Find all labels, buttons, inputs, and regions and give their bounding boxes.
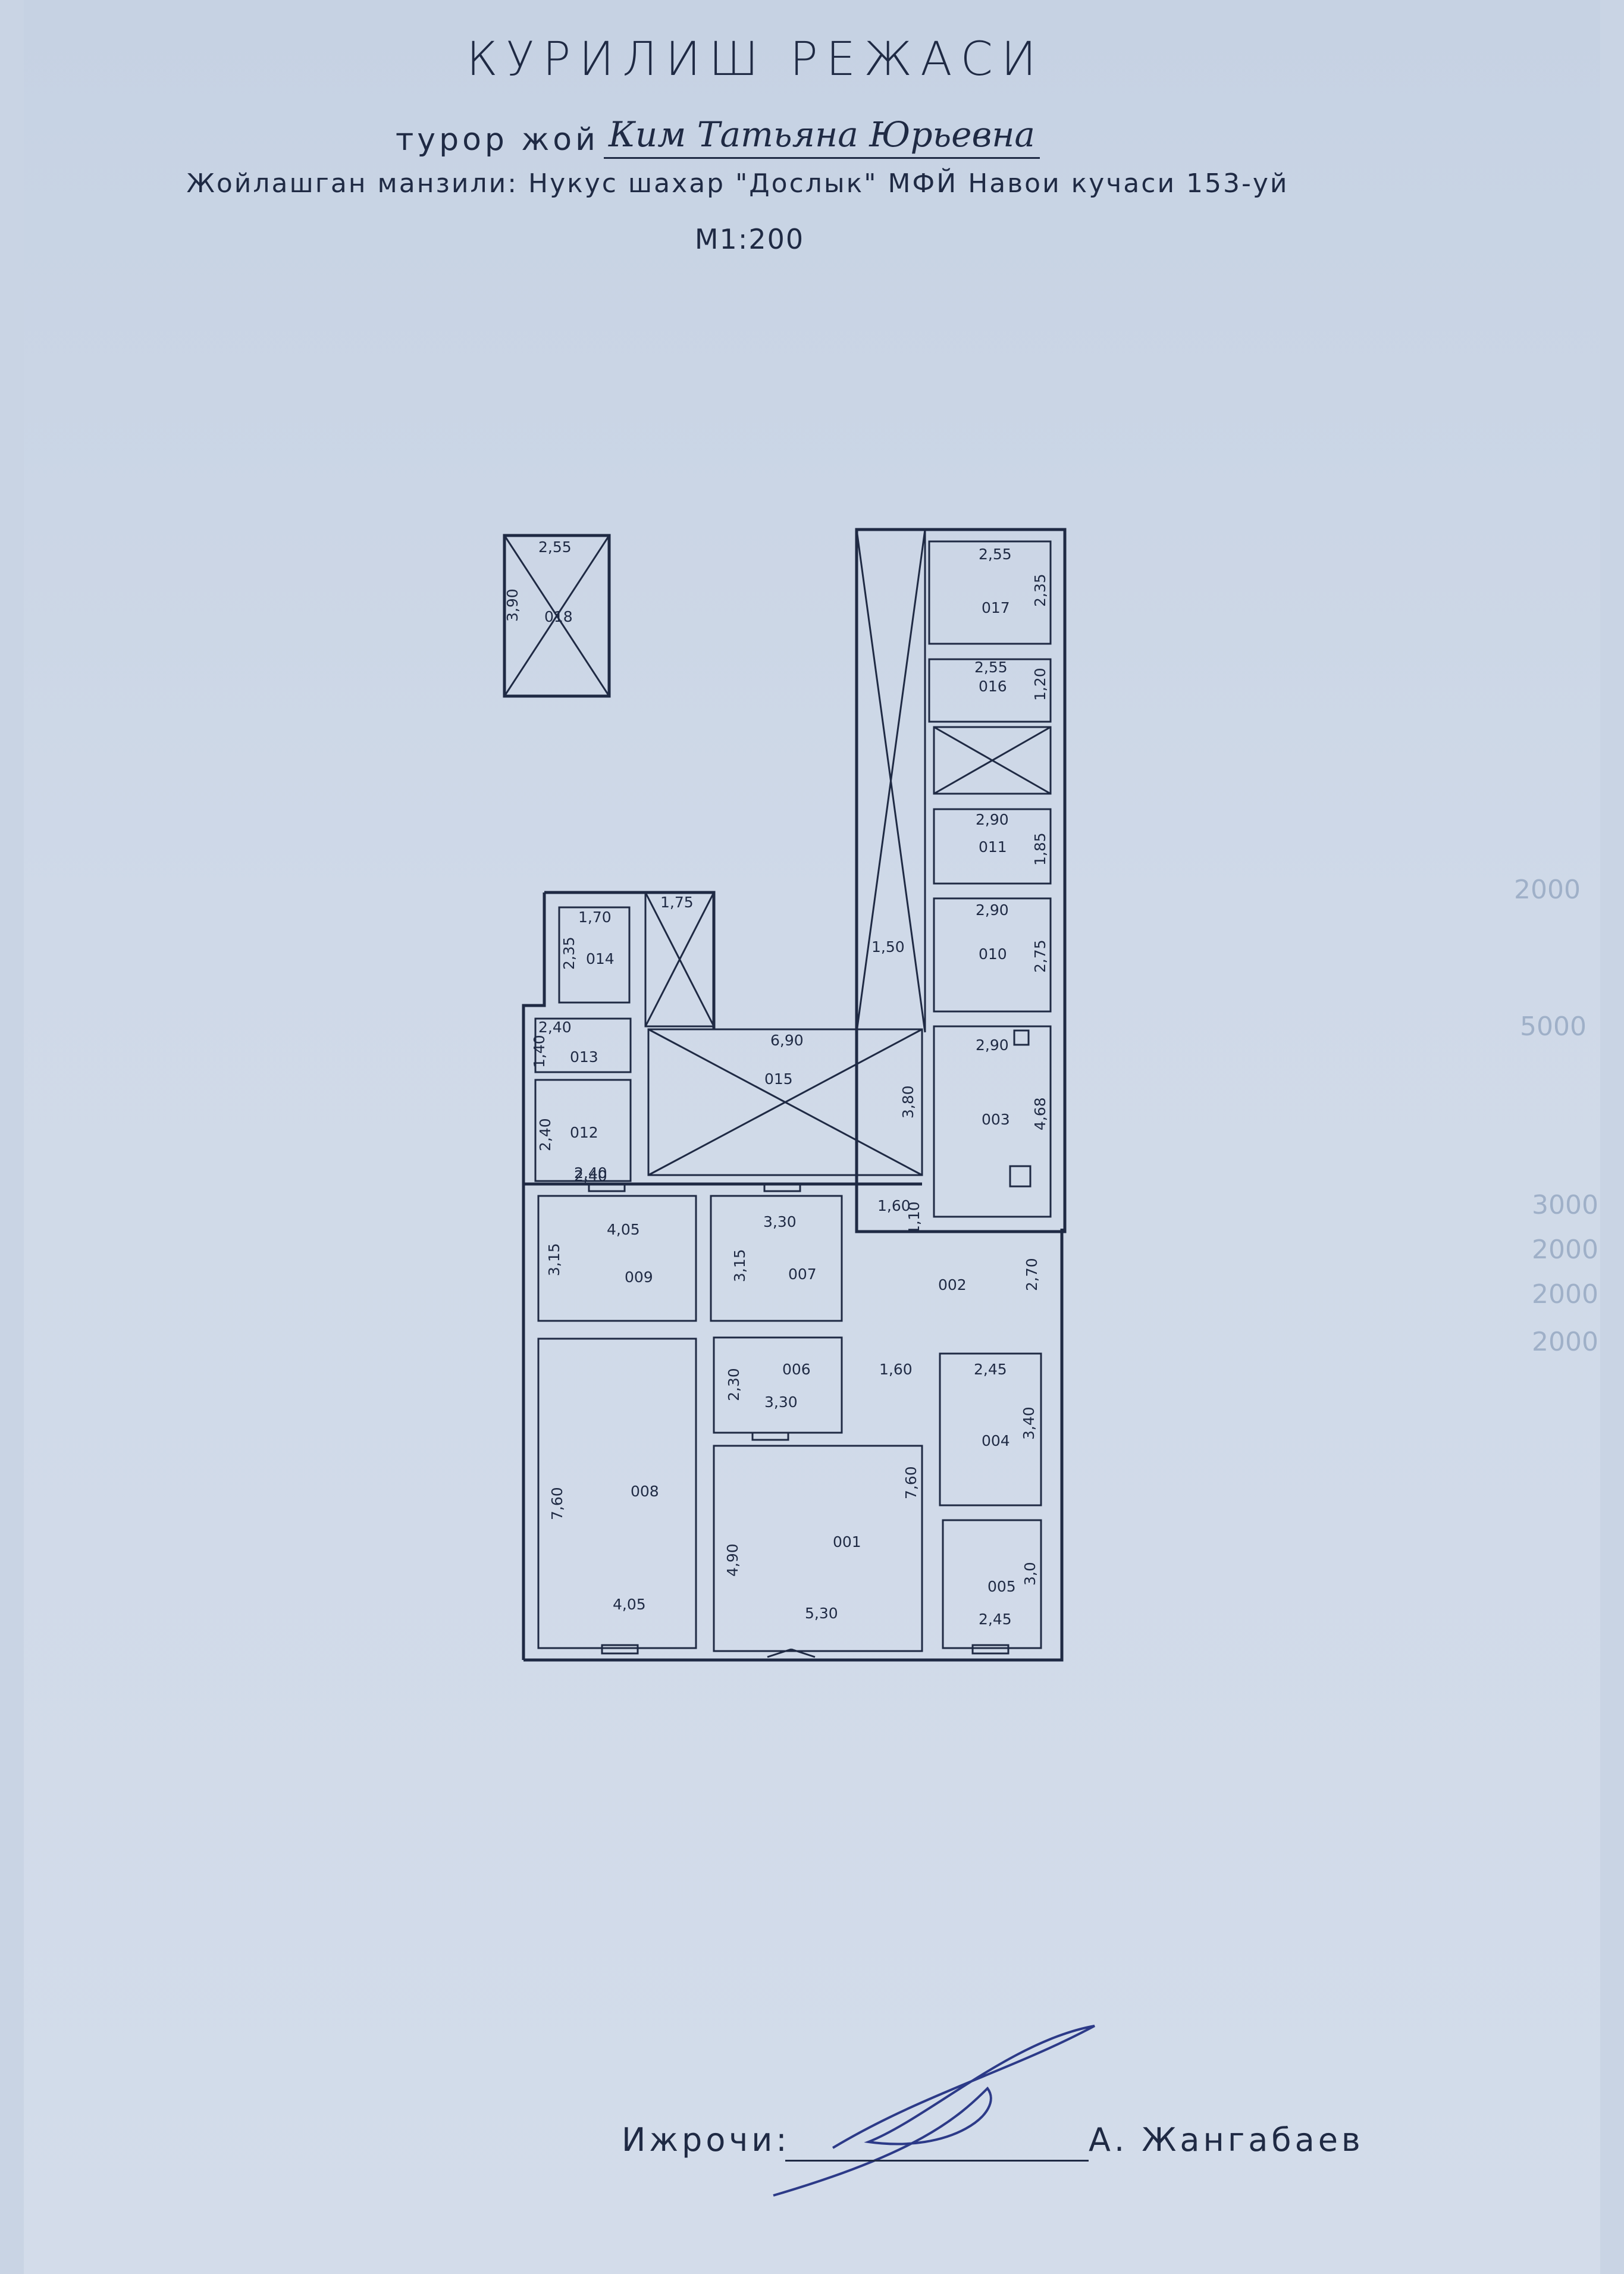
scale-label: М1:200	[694, 223, 805, 255]
room-008-id: 008	[631, 1483, 659, 1500]
dim-008-width: 4,05	[613, 1596, 646, 1613]
dim-corridor-1-60: 1,60	[877, 1197, 911, 1214]
dim-016-height: 1,20	[1032, 668, 1049, 701]
dim-005-width: 2,45	[979, 1611, 1012, 1628]
dim-corridor-1-60b: 1,60	[879, 1361, 913, 1378]
right-wing: 1,50 2,55 2,35 017 2,55 1,20 016 2,90 1,…	[855, 528, 1067, 1233]
room-001-id: 001	[833, 1533, 861, 1551]
address-line: Жойлашган манзили: Нукус шахар "Дослык" …	[186, 168, 1289, 199]
room-018-id: 018	[544, 608, 573, 625]
dim-001-height: 4,90	[724, 1543, 741, 1577]
dim-012-height: 2,40	[537, 1118, 554, 1151]
dim-004-height: 3,40	[1020, 1407, 1037, 1440]
dim-013-height: 1,40	[531, 1035, 548, 1068]
room-007-id: 007	[788, 1266, 817, 1283]
dim-006-width: 3,30	[764, 1393, 798, 1411]
executor-label: Ижрочи:	[622, 2121, 791, 2159]
room-015-id: 015	[764, 1070, 793, 1088]
dim-003-width: 2,90	[976, 1036, 1009, 1054]
dim-018-width: 2,55	[538, 538, 572, 556]
dim-passage-length: 1,50	[871, 938, 905, 956]
dim-012-width: 2,40	[574, 1167, 607, 1185]
dim-008-height: 7,60	[548, 1487, 566, 1520]
dim-014-width: 1,70	[578, 909, 612, 926]
signature-line	[785, 2160, 1089, 2162]
dim-007-height: 3,15	[731, 1249, 748, 1282]
room-016-id: 016	[979, 678, 1007, 695]
background-mark: 2000	[1514, 875, 1581, 905]
dim-010-width: 2,90	[976, 901, 1009, 919]
room-013-id: 013	[570, 1048, 598, 1066]
dim-shed-width: 1,75	[660, 894, 694, 911]
room-014-id: 014	[586, 950, 615, 967]
dim-004-width: 2,45	[974, 1361, 1007, 1378]
signature	[773, 2025, 1095, 2197]
background-mark: 3000	[1532, 1190, 1598, 1220]
document-sheet	[24, 0, 1600, 2274]
dim-018-height: 3,90	[504, 588, 521, 622]
dim-005-height: 3,0	[1021, 1562, 1039, 1586]
room-017-id: 017	[982, 599, 1010, 616]
room-004-id: 004	[982, 1432, 1010, 1449]
dim-013-width: 2,40	[538, 1019, 572, 1036]
dim-003-height: 4,68	[1032, 1097, 1049, 1130]
dim-017-width: 2,55	[979, 546, 1012, 563]
dim-011-width: 2,90	[976, 811, 1009, 828]
dim-015-height: 3,80	[899, 1085, 917, 1119]
dim-007-width: 3,30	[763, 1213, 797, 1230]
dim-017-height: 2,35	[1032, 574, 1049, 607]
dim-011-height: 1,85	[1032, 832, 1049, 866]
owner-label: турор жой	[396, 122, 599, 158]
dim-014-height: 2,35	[560, 936, 578, 970]
room-002-id: 002	[938, 1276, 967, 1293]
background-mark: 2000	[1532, 1327, 1598, 1357]
dim-015-width: 6,90	[770, 1032, 804, 1049]
room-011-id: 011	[979, 838, 1007, 856]
dim-006-height: 2,30	[725, 1368, 742, 1401]
document-title: КУРИЛИШ РЕЖАСИ	[466, 33, 1045, 86]
dim-016-width: 2,55	[974, 659, 1008, 676]
room-012-id: 012	[570, 1124, 598, 1141]
room-010-id: 010	[979, 945, 1007, 963]
main-house: 4,05 3,15 009 3,30 3,15 007 2,30 006 3,3…	[523, 1182, 1064, 1662]
dim-base-2-40: 2,40	[574, 1164, 607, 1182]
dim-010-height: 2,75	[1032, 939, 1049, 973]
executor-name: А. Жангабаев	[1089, 2121, 1364, 2159]
dim-side-7-60: 7,60	[902, 1466, 920, 1499]
dim-door-1-10: 1,10	[905, 1201, 923, 1235]
room-009-id: 009	[625, 1268, 653, 1286]
dim-002-height: 2,70	[1023, 1258, 1040, 1291]
room-018: 2,55 3,90 018	[503, 534, 611, 698]
left-wing: 1,70 2,35 014 1,75 2,40 1,40 013 2,40 01…	[522, 891, 716, 1660]
dim-009-height: 3,15	[545, 1243, 563, 1276]
room-003-id: 003	[982, 1111, 1010, 1128]
background-mark: 5000	[1520, 1011, 1587, 1042]
dim-009-width: 4,05	[607, 1221, 640, 1238]
room-006-id: 006	[782, 1361, 811, 1378]
background-mark: 2000	[1532, 1279, 1598, 1310]
background-mark: 2000	[1532, 1235, 1598, 1265]
room-015: 6,90 3,80 015	[647, 1028, 923, 1176]
room-005-id: 005	[987, 1578, 1016, 1595]
dim-001-width: 5,30	[805, 1605, 838, 1622]
owner-name: Ким Татьяна Юрьевна	[604, 114, 1040, 159]
